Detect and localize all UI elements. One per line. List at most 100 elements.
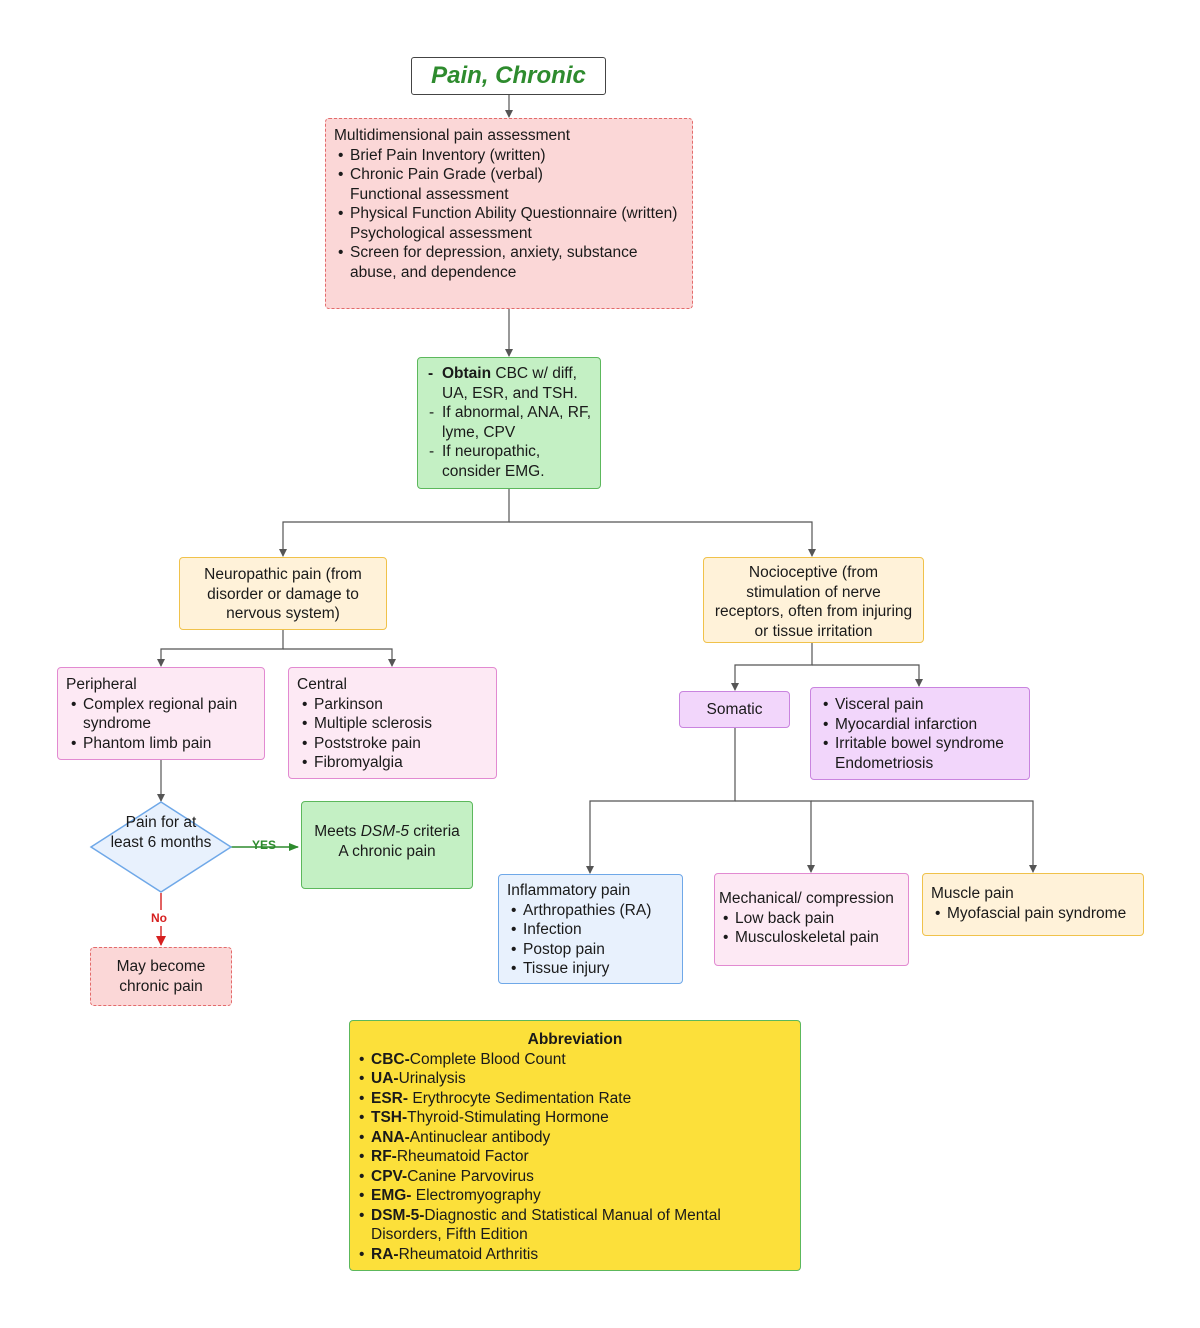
connector-somatic-to-muscle xyxy=(811,800,1037,873)
abbreviation-term: RF- xyxy=(371,1148,397,1165)
muscle-heading: Muscle pain xyxy=(931,885,1014,902)
connector-labs-split xyxy=(279,489,510,557)
list-item: Myofascial pain syndrome xyxy=(933,904,1135,924)
abbreviation-box: Abbreviation CBC-Complete Blood CountUA-… xyxy=(349,1020,801,1271)
connector-labs-split-right xyxy=(509,521,816,557)
abbreviation-definition: Complete Blood Count xyxy=(409,1050,566,1068)
inflammatory-heading: Inflammatory pain xyxy=(507,882,631,899)
connector-nociceptive-split-right xyxy=(812,664,923,687)
subheading: Psychological assessment xyxy=(350,224,532,242)
list-item: Musculoskeletal pain xyxy=(721,928,904,948)
decision-label: Pain for at least 6 months xyxy=(110,814,212,851)
connector-neuropathic-split xyxy=(157,630,284,667)
abbreviation-term: ESR- xyxy=(371,1089,409,1107)
somatic-box: Somatic xyxy=(679,691,790,728)
mechanical-list: Low back pain Musculoskeletal pain xyxy=(721,909,904,948)
abbreviation-item: RF-Rheumatoid Factor xyxy=(357,1147,790,1167)
labs-neuropathic: - If neuropathic, consider EMG. xyxy=(429,443,545,480)
list-item: Irritable bowel syndrome xyxy=(821,734,1021,754)
bullet-icon: • xyxy=(338,205,344,222)
nociceptive-text: Nocioceptive (from stimulation of nerve … xyxy=(714,564,913,640)
abbreviation-definition: Electromyography xyxy=(411,1187,541,1204)
central-list: Parkinson Multiple sclerosis Poststroke … xyxy=(300,695,488,773)
list-item: Infection xyxy=(509,920,674,940)
connector-nociceptive-split xyxy=(731,643,813,691)
peripheral-box: Peripheral Complex regional pain syndrom… xyxy=(57,667,265,760)
neuropathic-box: Neuropathic pain (from disorder or damag… xyxy=(179,557,387,630)
neuropathic-text: Neuropathic pain (from disorder or damag… xyxy=(204,566,362,622)
abbreviation-item: RA-Rheumatoid Arthritis xyxy=(357,1245,790,1265)
abbreviation-term: CPV- xyxy=(371,1167,408,1185)
visceral-box: Visceral pain Myocardial infarction Irri… xyxy=(810,687,1030,780)
bullet-icon: • xyxy=(338,146,344,164)
abbreviation-item: CBC-Complete Blood Count xyxy=(357,1050,790,1070)
abbreviation-term: EMG- xyxy=(371,1187,412,1204)
list-item: Arthropathies (RA) xyxy=(509,901,674,921)
abbreviation-term: CBC- xyxy=(371,1050,410,1068)
abbreviation-definition: Diagnostic and Statistical Manual of Men… xyxy=(371,1206,721,1244)
connector-neuropathic-split-right xyxy=(283,648,396,667)
abbreviation-definition: Canine Parvovirus xyxy=(407,1167,534,1185)
page-title: Pain, Chronic xyxy=(411,57,606,95)
assessment-list: • Brief Pain Inventory (written)•Chronic… xyxy=(334,146,684,283)
visceral-extra: Endometriosis xyxy=(835,754,934,772)
list-item: Multiple sclerosis xyxy=(300,714,488,734)
list-item: Low back pain xyxy=(721,909,904,929)
dsm-italic: DSM-5 xyxy=(360,823,409,840)
bullet-icon: • xyxy=(338,244,344,261)
labs-obtain: - Obtain CBC w/ diff, UA, ESR, and TSH. xyxy=(428,365,578,402)
labs-neuropathic-text: If neuropathic, consider EMG. xyxy=(442,443,545,480)
mechanical-box: Mechanical/ compression Low back pain Mu… xyxy=(714,873,909,966)
decision-diamond xyxy=(89,801,233,893)
labs-box: - Obtain CBC w/ diff, UA, ESR, and TSH. … xyxy=(417,357,601,489)
yes-label: YES xyxy=(252,838,277,852)
peripheral-heading: Peripheral xyxy=(66,676,137,693)
connector-somatic-to-mechanical xyxy=(735,800,815,873)
assessment-box: Multidimensional pain assessment • Brief… xyxy=(325,118,693,309)
list-item: Visceral pain xyxy=(821,695,1021,715)
abbreviation-definition: Urinalysis xyxy=(398,1070,466,1087)
dsm-box: Meets DSM-5 criteria A chronic pain xyxy=(301,801,473,889)
list-item: Phantom limb pain xyxy=(69,734,256,754)
peripheral-list: Complex regional pain syndrome Phantom l… xyxy=(69,695,256,754)
abbreviation-definition: Rheumatoid Factor xyxy=(396,1148,529,1165)
labs-obtain-text: CBC w/ diff, UA, ESR, and TSH. xyxy=(442,365,578,402)
abbreviation-term: UA- xyxy=(371,1070,399,1087)
abbreviation-term: ANA- xyxy=(371,1128,410,1146)
abbreviation-item: CPV-Canine Parvovirus xyxy=(357,1167,790,1187)
abbreviation-term: DSM-5- xyxy=(371,1206,425,1224)
arrow-no-head xyxy=(156,936,166,946)
list-item: Tissue injury xyxy=(509,959,674,979)
list-item: Complex regional pain syndrome xyxy=(69,695,256,734)
abbreviation-definition: Rheumatoid Arthritis xyxy=(398,1245,539,1263)
labs-abnormal: - If abnormal, ANA, RF, lyme, CPV xyxy=(429,404,592,441)
inflammatory-list: Arthropathies (RA) Infection Postop pain… xyxy=(509,901,674,979)
visceral-list: Visceral pain Myocardial infarction Irri… xyxy=(821,695,1021,754)
abbreviation-definition: Erythrocyte Sedimentation Rate xyxy=(408,1089,632,1107)
subheading: Functional assessment xyxy=(350,185,509,203)
no-label: No xyxy=(151,911,167,925)
may-become-box: May become chronic pain xyxy=(90,947,232,1006)
dsm-post: criteria A chronic pain xyxy=(338,823,460,860)
list-item: Fibromyalgia xyxy=(300,753,488,773)
list-item: Parkinson xyxy=(300,695,488,715)
central-heading: Central xyxy=(297,676,347,693)
central-box: Central Parkinson Multiple sclerosis Pos… xyxy=(288,667,497,779)
abbreviation-term: RA- xyxy=(371,1245,399,1263)
assessment-heading: Multidimensional pain assessment xyxy=(334,127,571,144)
abbreviation-item: ANA-Antinuclear antibody xyxy=(357,1128,790,1148)
labs-obtain-bold: Obtain xyxy=(442,365,492,382)
muscle-box: Muscle pain Myofascial pain syndrome xyxy=(922,873,1144,936)
list-item: Myocardial infarction xyxy=(821,715,1021,735)
abbreviation-definition: Antinuclear antibody xyxy=(409,1128,551,1146)
muscle-list: Myofascial pain syndrome xyxy=(933,904,1135,924)
abbreviation-item: UA-Urinalysis xyxy=(357,1069,790,1089)
mechanical-heading: Mechanical/ compression xyxy=(719,890,894,907)
abbreviation-definition: Thyroid-Stimulating Hormone xyxy=(407,1109,609,1126)
abbreviation-item: TSH-Thyroid-Stimulating Hormone xyxy=(357,1108,790,1128)
abbreviation-term: TSH- xyxy=(371,1109,408,1126)
list-item: •Screen for depression, anxiety, substan… xyxy=(338,244,638,281)
list-item: Postop pain xyxy=(509,940,674,960)
may-become-text: May become chronic pain xyxy=(116,958,206,995)
